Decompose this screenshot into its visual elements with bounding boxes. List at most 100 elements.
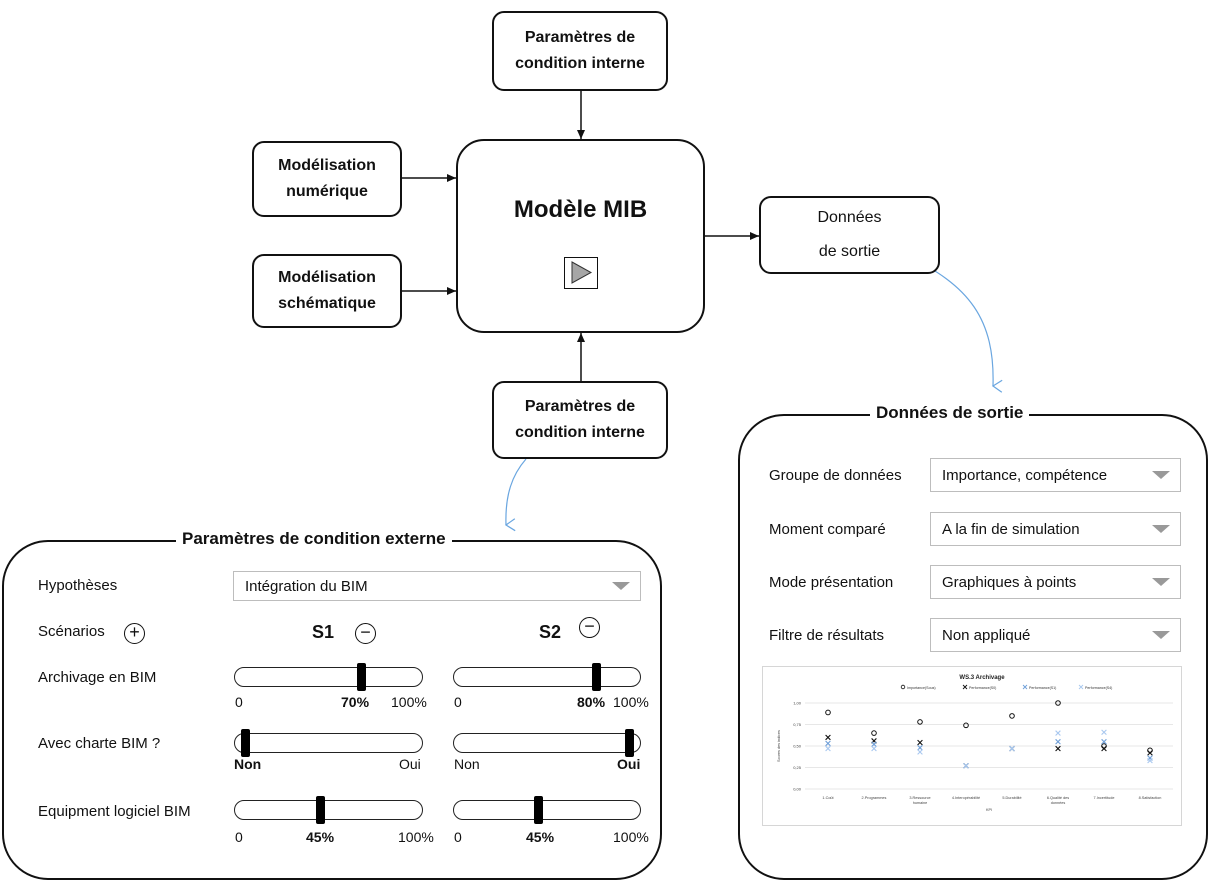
data-point <box>963 722 969 729</box>
chevron-down-icon <box>1152 471 1170 479</box>
x-tick-label: 3.Ressource <box>909 796 930 800</box>
scenario-s2-label: S2 <box>539 622 562 642</box>
archivage-s2-slider[interactable] <box>453 663 641 691</box>
mode-presentation-dropdown[interactable]: Graphiques à points <box>930 565 1181 599</box>
hypotheses-value: Intégration du BIM <box>245 577 368 595</box>
x-tick-label: 2.Programmes <box>862 796 887 800</box>
x-tick-label: 8.Satisfaction <box>1139 796 1162 800</box>
slider-thumb[interactable] <box>592 663 601 691</box>
groupe-donnees-label: Groupe de données <box>769 467 902 484</box>
chevron-down-icon <box>1152 631 1170 639</box>
chevron-down-icon <box>612 582 630 590</box>
equipment-s2-slider[interactable] <box>453 796 641 824</box>
slider-min: 0 <box>454 694 462 710</box>
hypotheses-dropdown[interactable]: Intégration du BIM <box>233 571 641 601</box>
charte-label: Avec charte BIM ? <box>38 735 161 752</box>
x-tick-label: 7.Incertitude <box>1094 796 1115 800</box>
internal-params-bottom-box[interactable]: Paramètres de condition interne <box>492 381 668 459</box>
slider-thumb[interactable] <box>534 796 544 824</box>
y-tick-label: 0,75 <box>793 722 802 727</box>
data-point <box>917 719 923 725</box>
toggle-max: Oui <box>617 756 641 772</box>
toggle-min: Non <box>454 756 480 772</box>
legend-label: Importance(Sous) <box>907 686 936 690</box>
filtre-resultats-value: Non appliqué <box>942 626 1031 644</box>
output-panel-title: Données de sortie <box>870 403 1030 423</box>
output-box-line1: Données <box>817 209 882 226</box>
data-point <box>1055 700 1061 706</box>
remove-s1-icon[interactable]: − <box>355 623 376 644</box>
archivage-label: Archivage en BIM <box>38 669 157 686</box>
model-title: Modèle MIB <box>513 196 648 223</box>
play-button[interactable] <box>564 257 598 289</box>
link-output-to-panel <box>904 254 1003 393</box>
slider-max: 100% <box>391 694 427 710</box>
slider-thumb[interactable] <box>315 796 325 824</box>
data-point <box>1147 750 1153 756</box>
slider-value: 45% <box>526 829 555 845</box>
data-point <box>871 745 877 752</box>
remove-s2-icon[interactable]: − <box>579 617 600 638</box>
x-axis-label: KPI <box>986 808 992 812</box>
add-scenario-icon[interactable]: + <box>124 623 145 644</box>
groupe-donnees-value: Importance, compétence <box>942 466 1108 484</box>
charte-s1-toggle[interactable] <box>234 729 423 757</box>
data-point <box>871 730 877 736</box>
data-point <box>1147 755 1153 761</box>
equipment-label: Equipment logiciel BIM <box>38 803 191 820</box>
filtre-resultats-dropdown[interactable]: Non appliqué <box>930 618 1181 652</box>
hypotheses-label: Hypothèses <box>38 577 118 594</box>
x-tick-label: humaine <box>913 801 928 805</box>
output-data-box[interactable]: Données de sortie <box>759 196 940 274</box>
slider-min: 0 <box>235 829 243 845</box>
modelisation-numerique-box[interactable]: Modélisation numérique <box>252 141 402 217</box>
legend-label: Performance(S4) <box>1085 686 1112 690</box>
slider-max: 100% <box>398 829 434 845</box>
x-tick-label: 6.Qualité des <box>1047 796 1069 800</box>
slider-thumb[interactable] <box>241 729 250 757</box>
data-point <box>1101 729 1107 736</box>
y-tick-label: 0,00 <box>793 787 802 792</box>
legend-marker <box>962 684 968 690</box>
legend-marker <box>900 684 906 690</box>
slider-thumb[interactable] <box>625 729 634 757</box>
internal-params-top-box[interactable]: Paramètres de condition interne <box>492 11 668 91</box>
legend-label: Performance(S0) <box>969 686 996 690</box>
modelisation-schematique-box[interactable]: Modélisation schématique <box>252 254 402 328</box>
data-point <box>825 709 831 716</box>
equipment-s1-slider[interactable] <box>234 796 423 824</box>
charte-s2-toggle[interactable] <box>453 729 641 757</box>
x-tick-label: données <box>1051 801 1066 805</box>
data-point <box>1055 745 1061 752</box>
slider-max: 100% <box>613 829 649 845</box>
x-tick-label: 1.Coût <box>822 796 834 800</box>
slider-thumb[interactable] <box>357 663 367 691</box>
data-point <box>825 745 831 752</box>
external-panel-title: Paramètres de condition externe <box>176 529 452 549</box>
data-point <box>825 734 831 741</box>
mode-presentation-value: Graphiques à points <box>942 573 1077 591</box>
slider-value: 70% <box>341 694 370 710</box>
data-point <box>917 744 923 751</box>
data-point <box>963 762 969 769</box>
data-point <box>1101 745 1107 752</box>
data-point <box>1009 745 1015 752</box>
groupe-donnees-dropdown[interactable]: Importance, compétence <box>930 458 1181 492</box>
slider-min: 0 <box>454 829 462 845</box>
y-tick-label: 0,25 <box>793 765 802 770</box>
play-icon <box>571 261 593 284</box>
moment-compare-label: Moment comparé <box>769 521 886 538</box>
slider-value: 80% <box>577 694 606 710</box>
y-tick-label: 0,50 <box>793 744 802 749</box>
scenarios-label: Scénarios <box>38 623 105 640</box>
data-point <box>1055 730 1061 736</box>
mode-presentation-label: Mode présentation <box>769 574 894 591</box>
data-point <box>917 749 923 755</box>
y-tick-label: 1,00 <box>793 701 802 706</box>
data-point <box>1055 738 1061 745</box>
moment-compare-dropdown[interactable]: A la fin de simulation <box>930 512 1181 546</box>
slider-value: 45% <box>306 829 335 845</box>
filtre-resultats-label: Filtre de résultats <box>769 627 885 644</box>
archivage-s1-slider[interactable] <box>234 663 423 691</box>
